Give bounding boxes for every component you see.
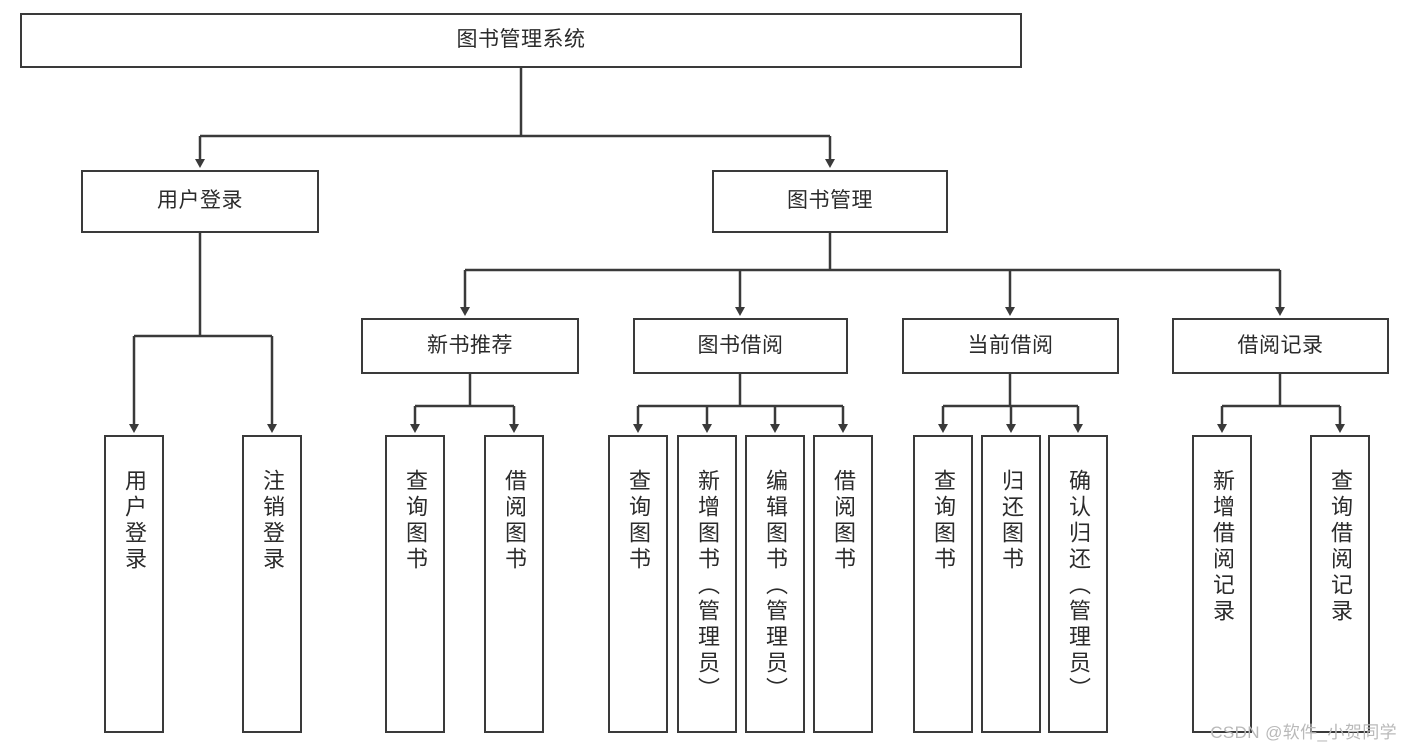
- leaf-node-label: 查询借阅记录: [1328, 469, 1353, 625]
- leaf-node-label: 确认归还（管理员）: [1066, 469, 1091, 703]
- leaf-node-label: 用户登录: [122, 469, 147, 573]
- leaf-node-label: 借阅图书: [831, 469, 856, 573]
- leaf-node[interactable]: 新增借阅记录: [1192, 435, 1252, 733]
- node-current-borrow-label: 当前借阅: [967, 333, 1054, 357]
- leaf-node-label: 归还图书: [999, 469, 1024, 573]
- leaf-node[interactable]: 借阅图书: [813, 435, 873, 733]
- leaf-node-label: 新增图书（管理员）: [695, 469, 720, 703]
- leaf-node[interactable]: 编辑图书（管理员）: [745, 435, 805, 733]
- leaf-node[interactable]: 查询图书: [608, 435, 668, 733]
- node-borrow-records[interactable]: 借阅记录: [1172, 318, 1389, 374]
- leaf-node-label: 查询图书: [626, 469, 651, 573]
- leaf-node[interactable]: 新增图书（管理员）: [677, 435, 737, 733]
- leaf-node[interactable]: 注销登录: [242, 435, 302, 733]
- leaf-node[interactable]: 借阅图书: [484, 435, 544, 733]
- leaf-node[interactable]: 用户登录: [104, 435, 164, 733]
- node-new-book-recommend-label: 新书推荐: [427, 333, 513, 357]
- node-user-login[interactable]: 用户登录: [81, 170, 319, 233]
- node-new-book-recommend[interactable]: 新书推荐: [361, 318, 579, 374]
- leaf-node-label: 借阅图书: [502, 469, 527, 573]
- node-book-management-label: 图书管理: [787, 189, 873, 213]
- node-borrow-records-label: 借阅记录: [1237, 333, 1324, 357]
- leaf-node[interactable]: 查询图书: [385, 435, 445, 733]
- node-book-borrow[interactable]: 图书借阅: [633, 318, 848, 374]
- node-book-management[interactable]: 图书管理: [712, 170, 948, 233]
- leaf-node-label: 编辑图书（管理员）: [763, 469, 788, 703]
- leaf-node[interactable]: 查询借阅记录: [1310, 435, 1370, 733]
- leaf-node[interactable]: 确认归还（管理员）: [1048, 435, 1108, 733]
- leaf-node[interactable]: 查询图书: [913, 435, 973, 733]
- leaf-node-label: 注销登录: [260, 469, 285, 573]
- node-root[interactable]: 图书管理系统: [20, 13, 1022, 68]
- leaf-node-label: 新增借阅记录: [1210, 469, 1235, 625]
- leaf-node-label: 查询图书: [403, 469, 428, 573]
- watermark: CSDN @软件_小贺同学: [1210, 723, 1397, 742]
- leaf-node-label: 查询图书: [931, 469, 956, 573]
- node-user-login-label: 用户登录: [157, 189, 243, 213]
- node-book-borrow-label: 图书借阅: [697, 333, 784, 357]
- leaf-node[interactable]: 归还图书: [981, 435, 1041, 733]
- node-root-label: 图书管理系统: [456, 28, 586, 52]
- node-current-borrow[interactable]: 当前借阅: [902, 318, 1119, 374]
